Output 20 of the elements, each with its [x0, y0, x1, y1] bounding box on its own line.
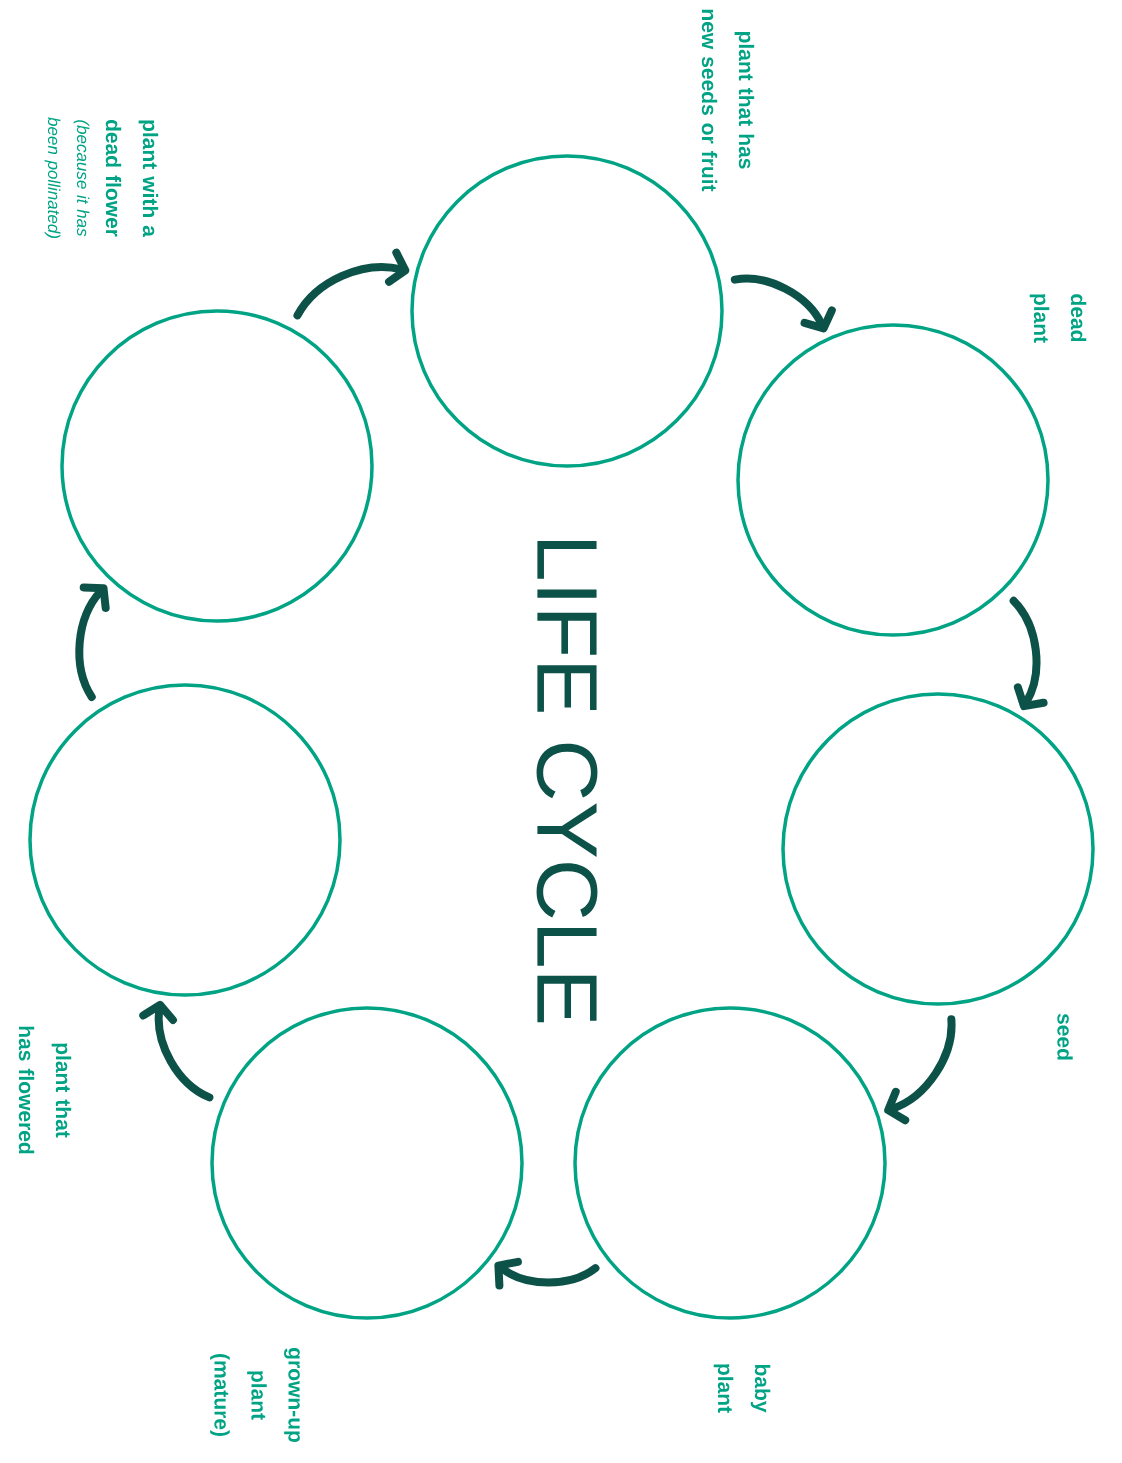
- curved-arrow: [730, 274, 836, 333]
- curved-arrow: [884, 1015, 956, 1125]
- empty-circle: [210, 1006, 524, 1320]
- node-label: (because it has been pollinated): [44, 117, 90, 238]
- node-label: baby plant: [713, 1364, 771, 1413]
- curved-arrow: [139, 1000, 214, 1102]
- title: LIFE CYCLE: [536, 540, 598, 1023]
- node-label: plant with a dead flower: [105, 119, 159, 238]
- empty-circle: [60, 309, 374, 623]
- node-label: dead plant: [1029, 294, 1087, 343]
- curved-arrow: [494, 1257, 600, 1290]
- empty-circle: [28, 683, 342, 997]
- curved-arrow: [75, 583, 110, 701]
- empty-circle: [781, 692, 1095, 1006]
- node-label: plant that has new seeds or fruit: [701, 9, 755, 192]
- node-label: seed: [1057, 1013, 1073, 1060]
- node-label: grown-up plant (mature): [210, 1348, 300, 1442]
- node-label: plant that has flowered: [18, 1026, 72, 1154]
- curved-arrow: [293, 248, 410, 320]
- curved-arrow: [1009, 596, 1048, 711]
